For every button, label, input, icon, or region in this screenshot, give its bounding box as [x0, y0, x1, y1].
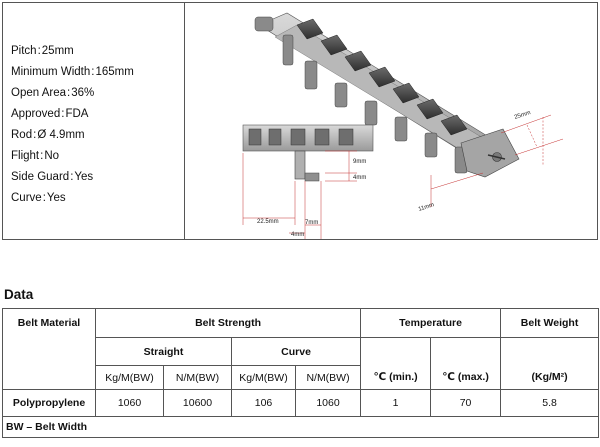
dim-7mm-text: 7mm — [305, 220, 318, 226]
belt-section-view — [242, 124, 374, 182]
belt-drawing-svg: 25mm 11mm — [242, 12, 564, 239]
cell-curve-kg: 106 — [231, 389, 296, 417]
spec-pitch: Pitch:25mm — [11, 41, 181, 62]
table-header-row-2: Straight Curve — [2, 337, 600, 366]
dim-4mm-w-text: 4mm — [291, 232, 304, 238]
table-header-row-1: Belt Material Belt Strength Temperature … — [2, 308, 600, 338]
spec-flight: Flight:No — [11, 146, 181, 167]
section-dimensions — [242, 150, 357, 239]
table-footnote-row: BW – Belt Width — [1, 416, 600, 438]
spec-value: No — [44, 150, 60, 162]
spec-approved: Approved:FDA — [11, 104, 181, 125]
spec-sep: : — [66, 87, 71, 99]
spec-label: Open Area — [11, 87, 66, 99]
spec-value: 165mm — [95, 66, 134, 78]
belt-3d-render — [254, 12, 520, 178]
spec-sep: : — [42, 192, 46, 204]
dim-pitch-text: 25mm — [514, 110, 532, 121]
spec-label: Rod — [11, 129, 33, 141]
spec-value: 36% — [71, 87, 95, 99]
spec-value: Yes — [74, 171, 94, 183]
spec-label: Side Guard — [11, 171, 70, 183]
cell-material: Polypropylene — [2, 389, 96, 417]
spec-value: Yes — [46, 192, 66, 204]
spec-sep: : — [40, 150, 44, 162]
data-section-title: Data — [4, 287, 34, 302]
header-curve-kg: Kg/M(BW) — [231, 365, 296, 390]
dim-rod-text: 11mm — [418, 202, 435, 213]
belt-data-table: Belt Material Belt Strength Temperature … — [1, 308, 600, 438]
spec-min-width: Minimum Width:165mm — [11, 62, 181, 83]
spec-side-guard: Side Guard:Yes — [11, 167, 181, 188]
spec-value: 25mm — [41, 45, 74, 57]
header-temp-max-top — [430, 337, 502, 366]
cell-straight-n: 10600 — [163, 389, 232, 417]
spec-divider — [184, 3, 185, 239]
header-curve-n: N/M(BW) — [294, 365, 362, 390]
spec-label: Minimum Width — [11, 66, 91, 78]
spec-label: Flight — [11, 150, 40, 162]
rod-dimension — [430, 172, 484, 207]
spec-curve: Curve:Yes — [11, 188, 181, 209]
header-weight-top — [500, 337, 600, 366]
spec-sep: : — [37, 45, 41, 57]
header-belt-material: Belt Material — [2, 308, 96, 338]
cell-weight: 5.8 — [500, 389, 600, 417]
header-straight: Straight — [95, 337, 232, 366]
header-curve: Curve — [230, 337, 362, 366]
spec-sep: : — [91, 66, 95, 78]
spec-sep: : — [61, 108, 65, 120]
header-temp-min: ℃ (min.) — [360, 365, 432, 390]
spec-label: Curve — [11, 192, 42, 204]
cell-temp-max: 70 — [430, 389, 502, 417]
spec-label: Approved — [11, 108, 61, 120]
header-straight-n: N/M(BW) — [163, 365, 232, 390]
pitch-dimension — [500, 114, 564, 165]
header-belt-material-end — [2, 365, 96, 390]
spec-rod: Rod:Ø 4.9mm — [11, 125, 181, 146]
spec-label: Pitch — [11, 45, 37, 57]
header-temp-min-top — [360, 337, 432, 366]
footnote-belt-width: BW – Belt Width — [1, 416, 600, 438]
spec-value: FDA — [65, 108, 89, 120]
header-belt-weight: Belt Weight — [500, 308, 600, 338]
cell-temp-min: 1 — [360, 389, 432, 417]
dim-9mm-text: 9mm — [353, 159, 366, 165]
cell-straight-kg: 1060 — [95, 389, 164, 417]
header-weight-unit: (Kg/M²) — [500, 365, 600, 390]
cell-curve-n: 1060 — [294, 389, 362, 417]
dim-4mm-h-text: 4mm — [353, 175, 366, 181]
table-header-row-3: Kg/M(BW) N/M(BW) Kg/M(BW) N/M(BW) ℃ (min… — [2, 365, 600, 390]
header-belt-strength: Belt Strength — [94, 308, 362, 338]
spec-list: Pitch:25mm Minimum Width:165mm Open Area… — [11, 41, 181, 209]
spec-sep: : — [33, 129, 37, 141]
spec-panel: Pitch:25mm Minimum Width:165mm Open Area… — [2, 2, 598, 240]
spec-value: Ø 4.9mm — [37, 129, 85, 141]
header-temperature: Temperature — [360, 308, 502, 338]
header-temp-max: ℃ (max.) — [430, 365, 502, 390]
header-belt-material-cont — [2, 337, 96, 366]
belt-drawing: 25mm 11mm — [185, 3, 599, 241]
header-straight-kg: Kg/M(BW) — [95, 365, 164, 390]
table-row: Polypropylene 1060 10600 106 1060 1 70 5… — [2, 389, 600, 417]
spec-open-area: Open Area:36% — [11, 83, 181, 104]
dim-22mm-text: 22.5mm — [257, 219, 279, 225]
spec-sep: : — [70, 171, 74, 183]
